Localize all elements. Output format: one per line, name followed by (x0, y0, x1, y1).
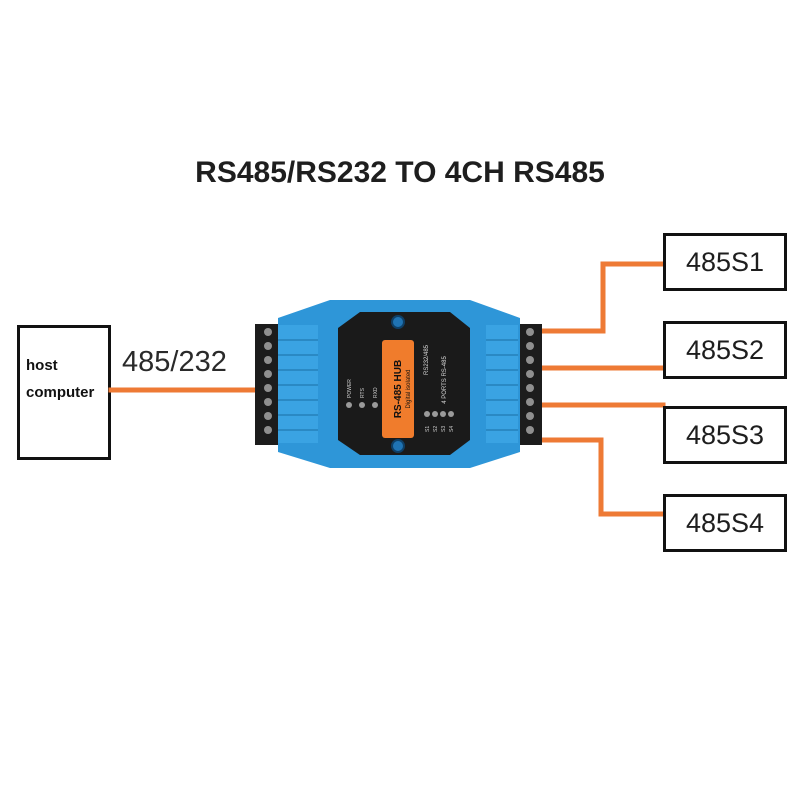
hub-line1: RS232/485 (424, 344, 430, 375)
left-port-panel (278, 325, 318, 443)
hub-label-plate (382, 340, 414, 438)
host-computer-box: host computer (17, 325, 111, 460)
wire-485s1 (537, 261, 666, 334)
port-label-485s2: 485S2 (685, 334, 765, 365)
port-box-485s3: 485S3 (663, 406, 787, 464)
status-leds-right: S1 S2 S3 S4 (424, 411, 455, 432)
left-terminal-screws (264, 328, 272, 434)
port-panel-lines (278, 339, 518, 431)
led-s4 (448, 411, 454, 417)
hub-subtitle: Digital isolated (406, 369, 412, 408)
led-s1 (424, 411, 430, 417)
port-label-485s1: 485S1 (685, 246, 765, 277)
led-power (346, 402, 352, 408)
led-rxd-label: RXD (373, 387, 379, 398)
led-s2 (432, 411, 438, 417)
diagram-title: RS485/RS232 TO 4CH RS485 (195, 156, 605, 189)
wire-485s4 (537, 437, 666, 517)
port-box-485s4: 485S4 (663, 494, 787, 552)
led-rts (359, 402, 365, 408)
led-s3-label: S3 (441, 426, 447, 432)
status-leds-left: POWER RTS RXD (346, 379, 379, 408)
link-label: 485/232 (122, 346, 227, 378)
port-label-485s4: 485S4 (685, 507, 765, 538)
port-label-485s3: 485S3 (685, 419, 765, 450)
led-s1-label: S1 (425, 426, 431, 432)
led-rxd (372, 402, 378, 408)
led-s3 (440, 411, 446, 417)
port-box-485s2: 485S2 (663, 321, 787, 379)
rs485-hub-device: RS-485 HUB Digital isolated RS232/485 4 … (255, 300, 542, 468)
right-port-panel (486, 325, 518, 443)
hub-name: RS-485 HUB (393, 360, 404, 418)
host-computer-label: host computer (26, 357, 95, 401)
led-power-label: POWER (347, 379, 353, 398)
hub-line2: 4 PORTS RS-485 (442, 356, 448, 404)
led-s4-label: S4 (449, 426, 455, 432)
top-screw (391, 315, 405, 329)
led-rts-label: RTS (360, 387, 366, 398)
led-s2-label: S2 (433, 426, 439, 432)
wires (108, 261, 666, 517)
bottom-screw (391, 439, 405, 453)
port-box-485s1: 485S1 (663, 233, 787, 291)
right-terminal-screws (526, 328, 534, 434)
